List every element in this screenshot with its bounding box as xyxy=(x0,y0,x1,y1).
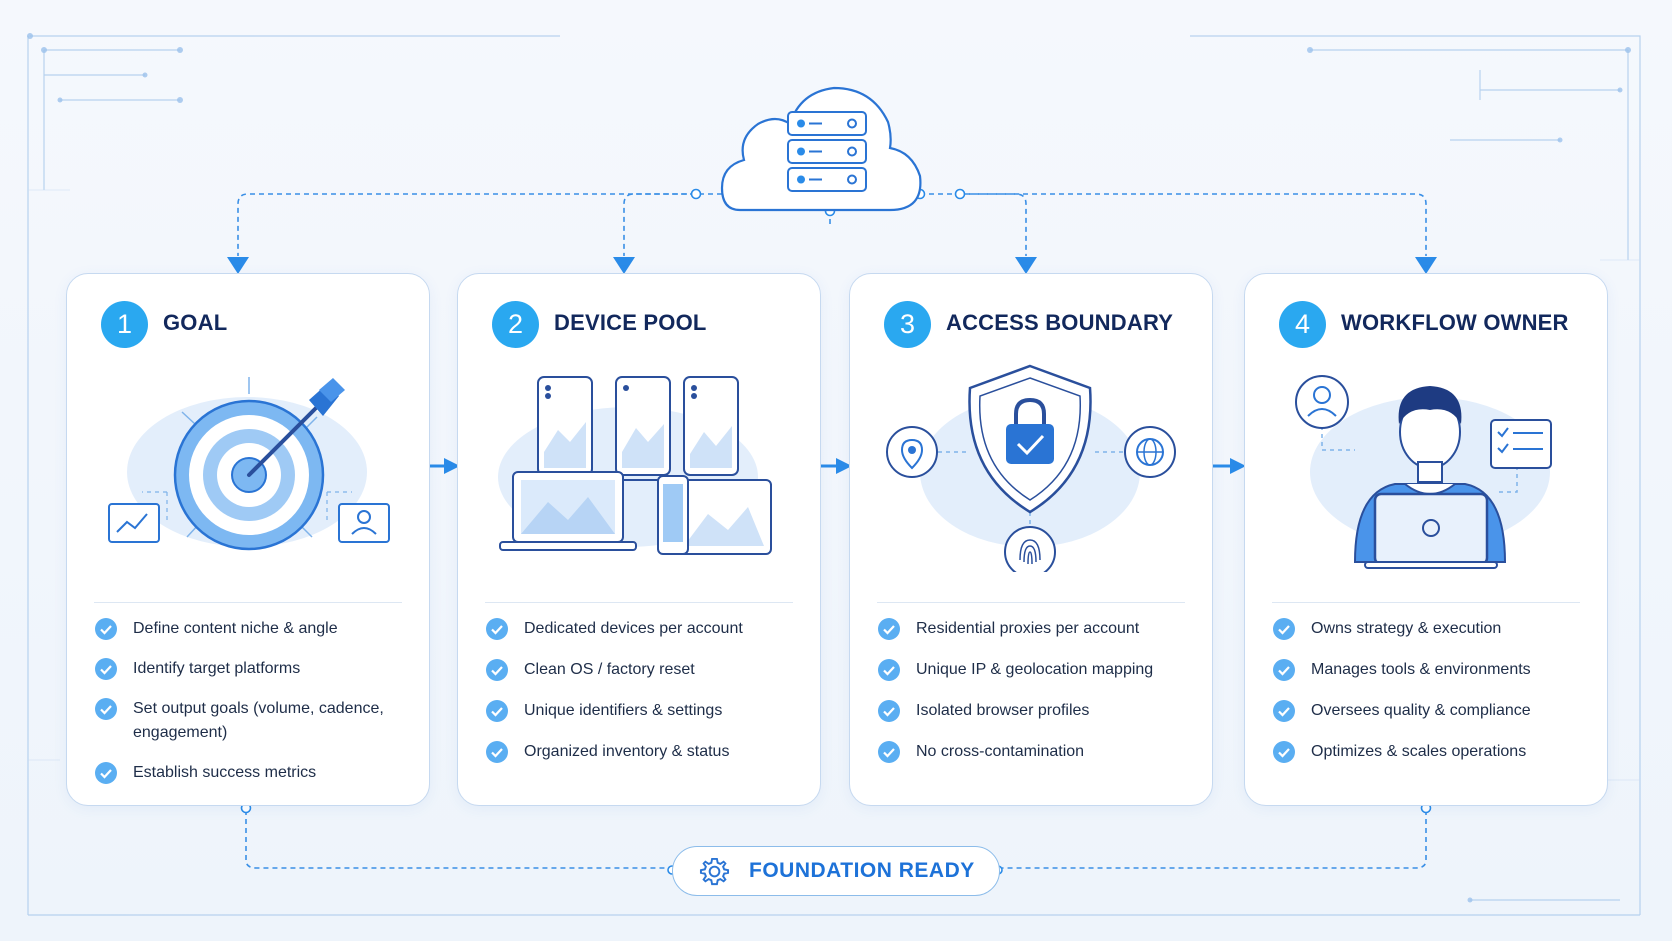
divider xyxy=(94,602,402,603)
card-title: ACCESS BOUNDARY xyxy=(946,310,1174,335)
checklist: Dedicated devices per account Clean OS /… xyxy=(486,617,800,780)
list-item: Manages tools & environments xyxy=(1273,658,1587,682)
check-circle-icon xyxy=(95,698,117,720)
check-circle-icon xyxy=(1273,659,1295,681)
list-item: Owns strategy & execution xyxy=(1273,617,1587,641)
checklist: Residential proxies per account Unique I… xyxy=(878,617,1192,780)
person-laptop-icon xyxy=(1295,375,1552,569)
list-item: Set output goals (volume, cadence, engag… xyxy=(95,697,409,745)
list-item: Clean OS / factory reset xyxy=(486,658,800,682)
check-circle-icon xyxy=(878,659,900,681)
step-number-badge: 4 xyxy=(1279,301,1326,348)
card-goal: 1 GOAL xyxy=(66,273,430,806)
step-number-badge: 2 xyxy=(492,301,539,348)
list-item: Establish success metrics xyxy=(95,761,409,785)
check-circle-icon xyxy=(95,658,117,680)
card-access-boundary: 3 ACCESS BOUNDARY xyxy=(849,273,1213,806)
card-title: DEVICE POOL xyxy=(554,310,707,335)
check-circle-icon xyxy=(95,762,117,784)
gear-icon xyxy=(699,857,730,886)
list-item: Dedicated devices per account xyxy=(486,617,800,641)
list-item: Oversees quality & compliance xyxy=(1273,699,1587,723)
divider xyxy=(1272,602,1580,603)
checklist: Owns strategy & execution Manages tools … xyxy=(1273,617,1587,780)
list-item: Isolated browser profiles xyxy=(878,699,1192,723)
cloud-server-icon xyxy=(720,86,922,212)
list-item: Unique identifiers & settings xyxy=(486,699,800,723)
list-item: Optimizes & scales operations xyxy=(1273,740,1587,764)
card-device-pool: 2 DEVICE POOL xyxy=(457,273,821,806)
step-number-badge: 3 xyxy=(884,301,931,348)
checklist: Define content niche & angle Identify ta… xyxy=(95,617,409,801)
foundation-label: FOUNDATION READY xyxy=(749,859,975,882)
divider xyxy=(877,602,1185,603)
foundation-ready-badge: FOUNDATION READY xyxy=(672,846,1000,896)
check-circle-icon xyxy=(486,741,508,763)
check-circle-icon xyxy=(1273,741,1295,763)
check-circle-icon xyxy=(95,618,117,640)
check-circle-icon xyxy=(486,700,508,722)
target-arrow-icon xyxy=(108,377,390,551)
check-circle-icon xyxy=(1273,618,1295,640)
divider xyxy=(485,602,793,603)
list-item: Define content niche & angle xyxy=(95,617,409,641)
shield-lock-icon xyxy=(886,364,1176,572)
list-item: Unique IP & geolocation mapping xyxy=(878,658,1192,682)
check-circle-icon xyxy=(486,659,508,681)
step-number-badge: 1 xyxy=(101,301,148,348)
list-item: Residential proxies per account xyxy=(878,617,1192,641)
devices-icon xyxy=(498,376,772,555)
check-circle-icon xyxy=(486,618,508,640)
list-item: Identify target platforms xyxy=(95,657,409,681)
list-item: Organized inventory & status xyxy=(486,740,800,764)
card-title: WORKFLOW OWNER xyxy=(1341,310,1569,335)
card-workflow-owner: 4 WORKFLOW OWNER xyxy=(1244,273,1608,806)
check-circle-icon xyxy=(878,741,900,763)
list-item: No cross-contamination xyxy=(878,740,1192,764)
card-title: GOAL xyxy=(163,310,228,335)
check-circle-icon xyxy=(1273,700,1295,722)
check-circle-icon xyxy=(878,700,900,722)
check-circle-icon xyxy=(878,618,900,640)
